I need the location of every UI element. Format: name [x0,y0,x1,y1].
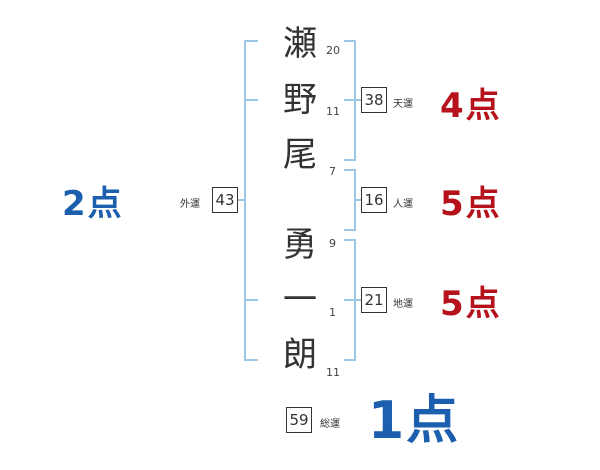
earth-score: 5点 [440,284,502,324]
name-char-4: 勇 [283,225,317,265]
outer-label: 外運 [180,199,200,210]
stroke-count-1: 20 [326,44,340,57]
name-char-2: 野 [283,80,317,120]
stroke-count-3: 7 [329,165,336,178]
stroke-count-2: 11 [326,105,340,118]
outer-value-box: 43 [212,187,238,213]
heaven-label: 天運 [393,99,413,110]
stroke-count-5: 1 [329,306,336,319]
name-char-6: 朗 [283,335,317,375]
stroke-count-4: 9 [329,237,336,250]
person-score: 5点 [440,184,502,224]
heaven-value-box: 38 [361,87,387,113]
earth-label: 地運 [393,299,413,310]
person-label: 人運 [393,199,413,210]
heaven-score: 4点 [440,86,502,126]
total-value-box: 59 [286,407,312,433]
stroke-count-6: 11 [326,366,340,379]
name-char-3: 尾 [283,135,317,175]
total-score: 1点 [368,391,461,451]
name-char-5: 一 [283,280,317,320]
total-label: 総運 [320,419,340,430]
person-value-box: 16 [361,187,387,213]
name-char-1: 瀬 [283,24,317,64]
outer-score: 2点 [62,184,124,224]
earth-value-box: 21 [361,287,387,313]
